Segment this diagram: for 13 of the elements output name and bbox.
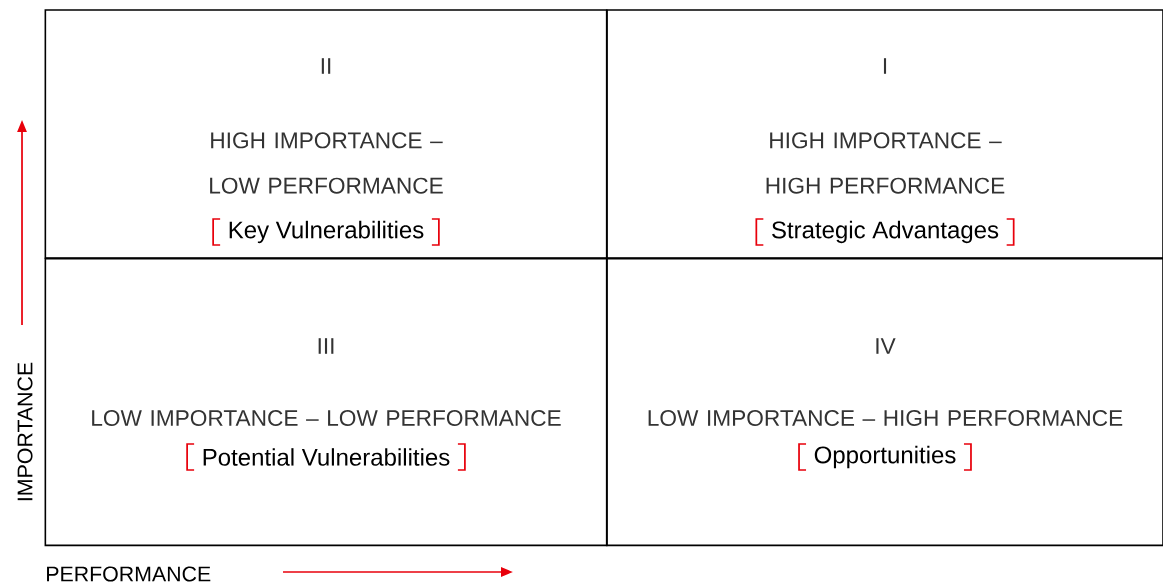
quadrant-heading: LOW IMPORTANCE – LOW PERFORMANCE xyxy=(92,409,561,427)
quadrant-label: Potential Vulnerabilities xyxy=(203,448,450,466)
quadrant-heading: HIGH IMPORTANCE – HIGH PERFORMANCE xyxy=(766,132,1005,194)
quadrant-label: Key Vulnerabilities xyxy=(229,220,424,244)
quadrant-numeral: III xyxy=(318,338,334,354)
quadrant-heading: LOW IMPORTANCE – HIGH PERFORMANCE xyxy=(648,409,1123,427)
quadrant-numeral: IV xyxy=(876,338,896,354)
quadrant-numeral: I xyxy=(883,58,887,74)
quadrant-label: Opportunities xyxy=(814,445,956,469)
quadrant-label: Strategic Advantages xyxy=(772,220,999,244)
quadrant-numeral: II xyxy=(321,58,331,74)
quadrant-heading: HIGH IMPORTANCE – LOW PERFORMANCE xyxy=(210,132,443,194)
axis-label: PERFORMANCE xyxy=(47,566,211,582)
